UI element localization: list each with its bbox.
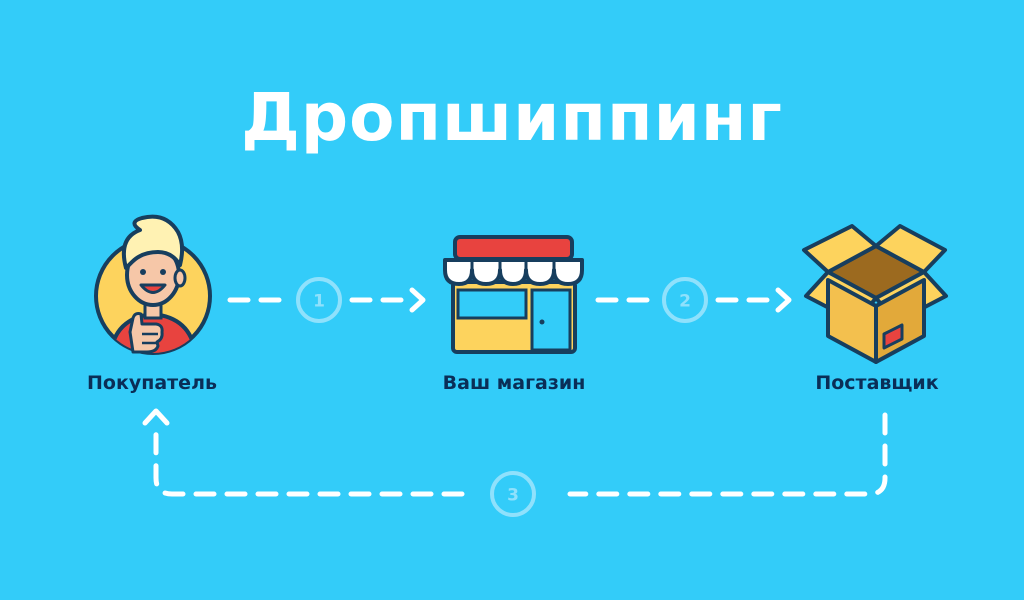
step-number-3: 3 <box>507 486 519 506</box>
step-number-1: 1 <box>313 292 325 312</box>
arrow-head-shop-to-supplier <box>775 287 792 313</box>
step-marker-1: 1 <box>296 277 342 323</box>
arrow-supplier-to-buyer <box>153 412 888 497</box>
arrow-head-buyer-to-shop <box>409 287 426 313</box>
diagram-title: Дропшиппинг <box>241 79 783 156</box>
step-marker-2: 2 <box>662 277 708 323</box>
node-label-buyer: Покупатель <box>86 372 217 394</box>
step-marker-3: 3 <box>490 471 536 517</box>
node-label-shop: Ваш магазин <box>442 372 586 394</box>
step-number-2: 2 <box>679 292 691 312</box>
node-label-supplier: Поставщик <box>815 372 939 394</box>
storefront-icon <box>443 235 584 354</box>
open-box-icon <box>802 224 948 364</box>
arrow-head-supplier-to-buyer <box>142 408 170 426</box>
buyer-thumbs-up-icon <box>94 214 212 355</box>
